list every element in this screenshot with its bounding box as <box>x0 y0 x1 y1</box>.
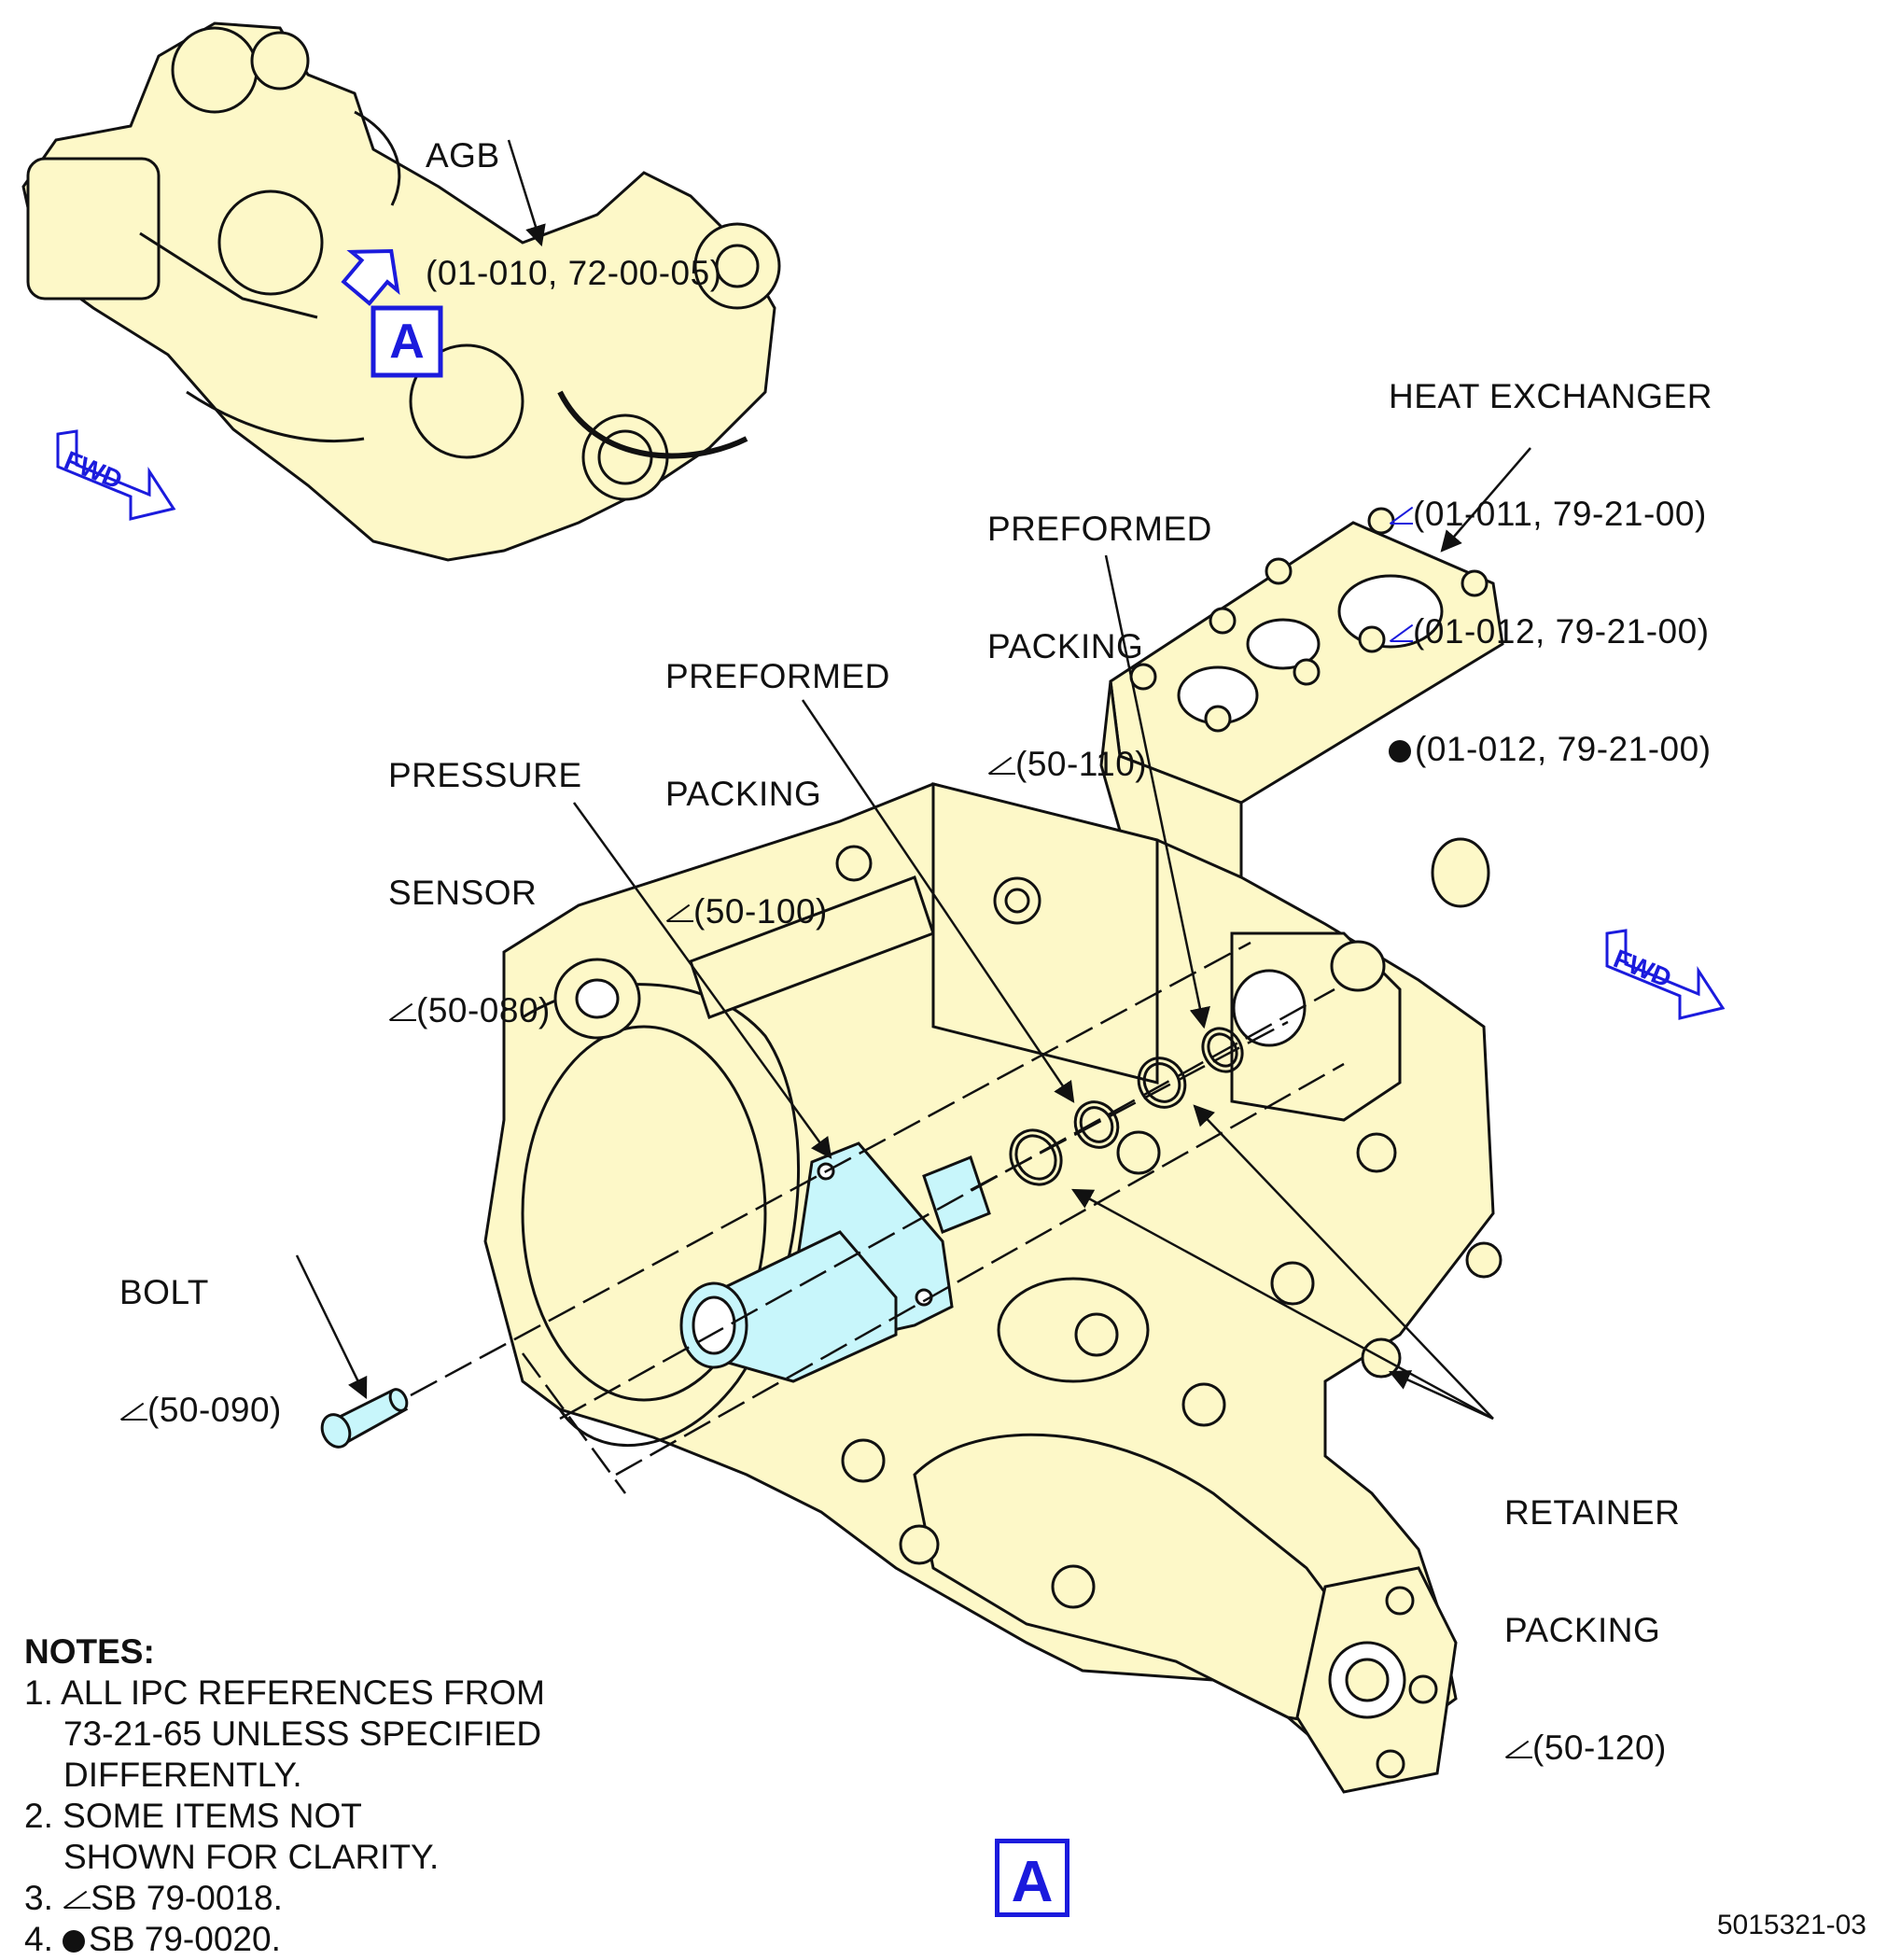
sb-delta-marker-icon <box>1389 623 1413 643</box>
fwd-arrow-main <box>1605 929 1726 1020</box>
sb-delta-marker-icon <box>1504 1739 1532 1759</box>
heat-exchanger-ref3: (01-012, 79-21-00) <box>1415 730 1712 768</box>
sb-delta-marker-icon <box>987 755 1015 776</box>
heat-exchanger-ref1: (01-011, 79-21-00) <box>1413 495 1707 533</box>
bolt-part <box>320 1388 409 1449</box>
installation-centerlines <box>410 941 1345 1494</box>
preformed-packing-100-ref: (50-100) <box>693 892 828 931</box>
pressure-sensor-line1: PRESSURE <box>388 756 582 794</box>
bolt-callout: BOLT (50-090) <box>119 1195 282 1469</box>
notes-title: NOTES: <box>24 1632 155 1671</box>
preformed-packing-100-line2: PACKING <box>665 775 822 813</box>
retainer-packing-line2: PACKING <box>1504 1611 1661 1649</box>
note-1-line3: DIFFERENTLY. <box>63 1756 302 1794</box>
note-4-number: 4. <box>24 1920 53 1958</box>
note-1-line2: 73-21-65 UNLESS SPECIFIED <box>63 1715 542 1753</box>
inset-view-a-marker <box>341 248 443 378</box>
oil-filter-housing-assembly <box>483 507 1504 1794</box>
note-2-line2: SHOWN FOR CLARITY. <box>63 1838 440 1876</box>
preformed-packing-110-ref: (50-110) <box>1015 745 1148 783</box>
agb-callout: AGB (01-010, 72-00-05) <box>426 58 722 332</box>
agb-ref: (01-010, 72-00-05) <box>426 254 722 292</box>
retainer-packing-ref: (50-120) <box>1532 1729 1667 1767</box>
inset-view-a-letter: A <box>389 315 425 369</box>
bolt-ref: (50-090) <box>147 1391 282 1429</box>
preformed-packing-100-line1: PREFORMED <box>665 657 890 695</box>
pressure-sensor-ref: (50-080) <box>416 991 551 1029</box>
note-3-number: 3. <box>24 1879 53 1917</box>
heat-exchanger-name: HEAT EXCHANGER <box>1389 377 1712 415</box>
sb-bullet-marker-icon <box>63 1930 86 1953</box>
note-4-text: SB 79-0020. <box>89 1920 281 1958</box>
preformed-packing-110-line1: PREFORMED <box>987 510 1212 548</box>
sb-delta-marker-icon <box>119 1401 147 1421</box>
note-1-number: 1. <box>24 1673 53 1712</box>
bolt-name: BOLT <box>119 1273 209 1311</box>
notes-block: NOTES: 1. ALL IPC REFERENCES FROM 73-21-… <box>24 1631 545 1960</box>
callout-leaders <box>295 447 1531 1421</box>
figure-id: 5015321-03 <box>1716 1910 1866 1940</box>
view-a-marker: A <box>995 1839 1069 1917</box>
note-1-line1: ALL IPC REFERENCES FROM <box>61 1673 545 1712</box>
note-3-text: SB 79-0018. <box>91 1879 283 1917</box>
note-2-line1: SOME ITEMS NOT <box>63 1797 362 1835</box>
preformed-packing-100-callout: PREFORMED PACKING (50-100) <box>665 579 890 971</box>
agb-name: AGB <box>426 136 500 175</box>
heat-exchanger-ref2: (01-012, 79-21-00) <box>1413 612 1710 651</box>
pressure-sensor-part <box>679 1141 991 1383</box>
sb-bullet-marker-icon <box>1389 740 1411 763</box>
note-2-number: 2. <box>24 1797 53 1835</box>
preformed-packing-110-line2: PACKING <box>987 627 1144 665</box>
preformed-packing-110-callout: PREFORMED PACKING (50-110) <box>987 431 1212 823</box>
heat-exchanger-callout: HEAT EXCHANGER (01-011, 79-21-00) (01-01… <box>1389 299 1712 808</box>
sb-delta-marker-icon <box>1389 505 1413 525</box>
pressure-sensor-line2: SENSOR <box>388 874 538 912</box>
agb-leader <box>507 139 546 247</box>
retainer-packing-callout: RETAINER PACKING (50-120) <box>1504 1415 1680 1807</box>
sb-delta-marker-icon <box>388 1001 416 1022</box>
sb-delta-marker-icon <box>63 1889 91 1910</box>
fwd-arrow-inset <box>56 429 176 521</box>
pressure-sensor-callout: PRESSURE SENSOR (50-080) <box>388 678 582 1070</box>
retainer-packing-line1: RETAINER <box>1504 1493 1681 1532</box>
sb-delta-marker-icon <box>665 903 693 923</box>
